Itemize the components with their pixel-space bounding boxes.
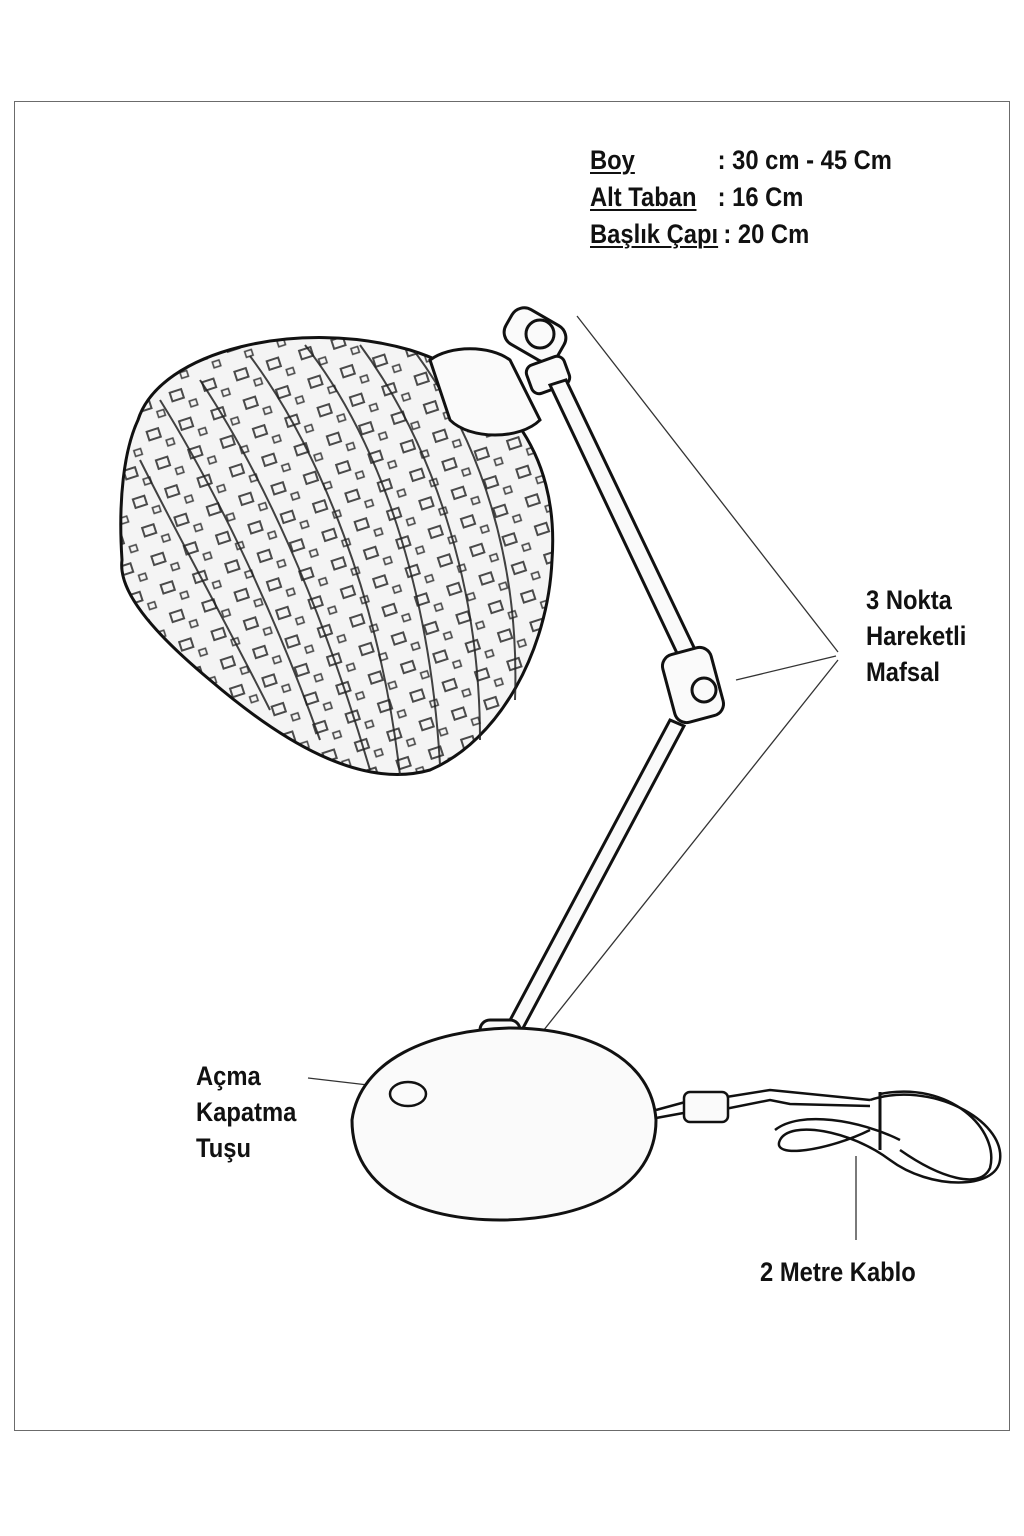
on-off-switch [388, 1080, 428, 1108]
diagram-frame [14, 101, 1010, 1431]
lamp-shade [119, 336, 555, 776]
spec-height-key: Boy [590, 145, 635, 175]
switch-callout-line-2: Kapatma [196, 1097, 297, 1127]
spec-shade-diameter-row: Başlık Çapı : 20 Cm [590, 216, 892, 253]
switch-callout: Açma Kapatma Tuşu [196, 1058, 296, 1166]
spec-base-row: Alt Taban : 16 Cm [590, 179, 892, 216]
spec-height-value: : 30 cm - 45 Cm [717, 145, 892, 175]
upper-arm [547, 378, 702, 671]
top-joint [428, 306, 572, 437]
joint-callout-line-3: Mafsal [866, 657, 940, 687]
cable-callout-text: 2 Metre Kablo [760, 1257, 916, 1287]
lamp-base [350, 1026, 658, 1222]
lower-arm [505, 718, 687, 1032]
switch-callout-line-1: Açma [196, 1061, 261, 1091]
spec-shade-diameter-key: Başlık Çapı [590, 219, 719, 249]
dimension-specs: Boy : 30 cm - 45 Cm Alt Taban : 16 Cm Ba… [590, 142, 892, 253]
joint-callout-line-1: 3 Nokta [866, 585, 952, 615]
power-cable [655, 1088, 1002, 1184]
switch-callout-line-3: Tuşu [196, 1133, 251, 1163]
spec-base-key: Alt Taban [590, 182, 697, 212]
leader-line-middle-joint [735, 655, 837, 681]
joint-callout: 3 Nokta Hareketli Mafsal [866, 582, 966, 690]
cable-callout: 2 Metre Kablo [760, 1254, 916, 1290]
joint-callout-line-2: Hareketli [866, 621, 967, 651]
middle-joint [660, 645, 726, 725]
leader-line-top-joint [576, 315, 839, 653]
spec-height-row: Boy : 30 cm - 45 Cm [590, 142, 892, 179]
leader-line-bottom-joint [519, 659, 839, 1061]
spec-shade-diameter-value: : 20 Cm [723, 219, 810, 249]
spec-base-value: : 16 Cm [717, 182, 804, 212]
